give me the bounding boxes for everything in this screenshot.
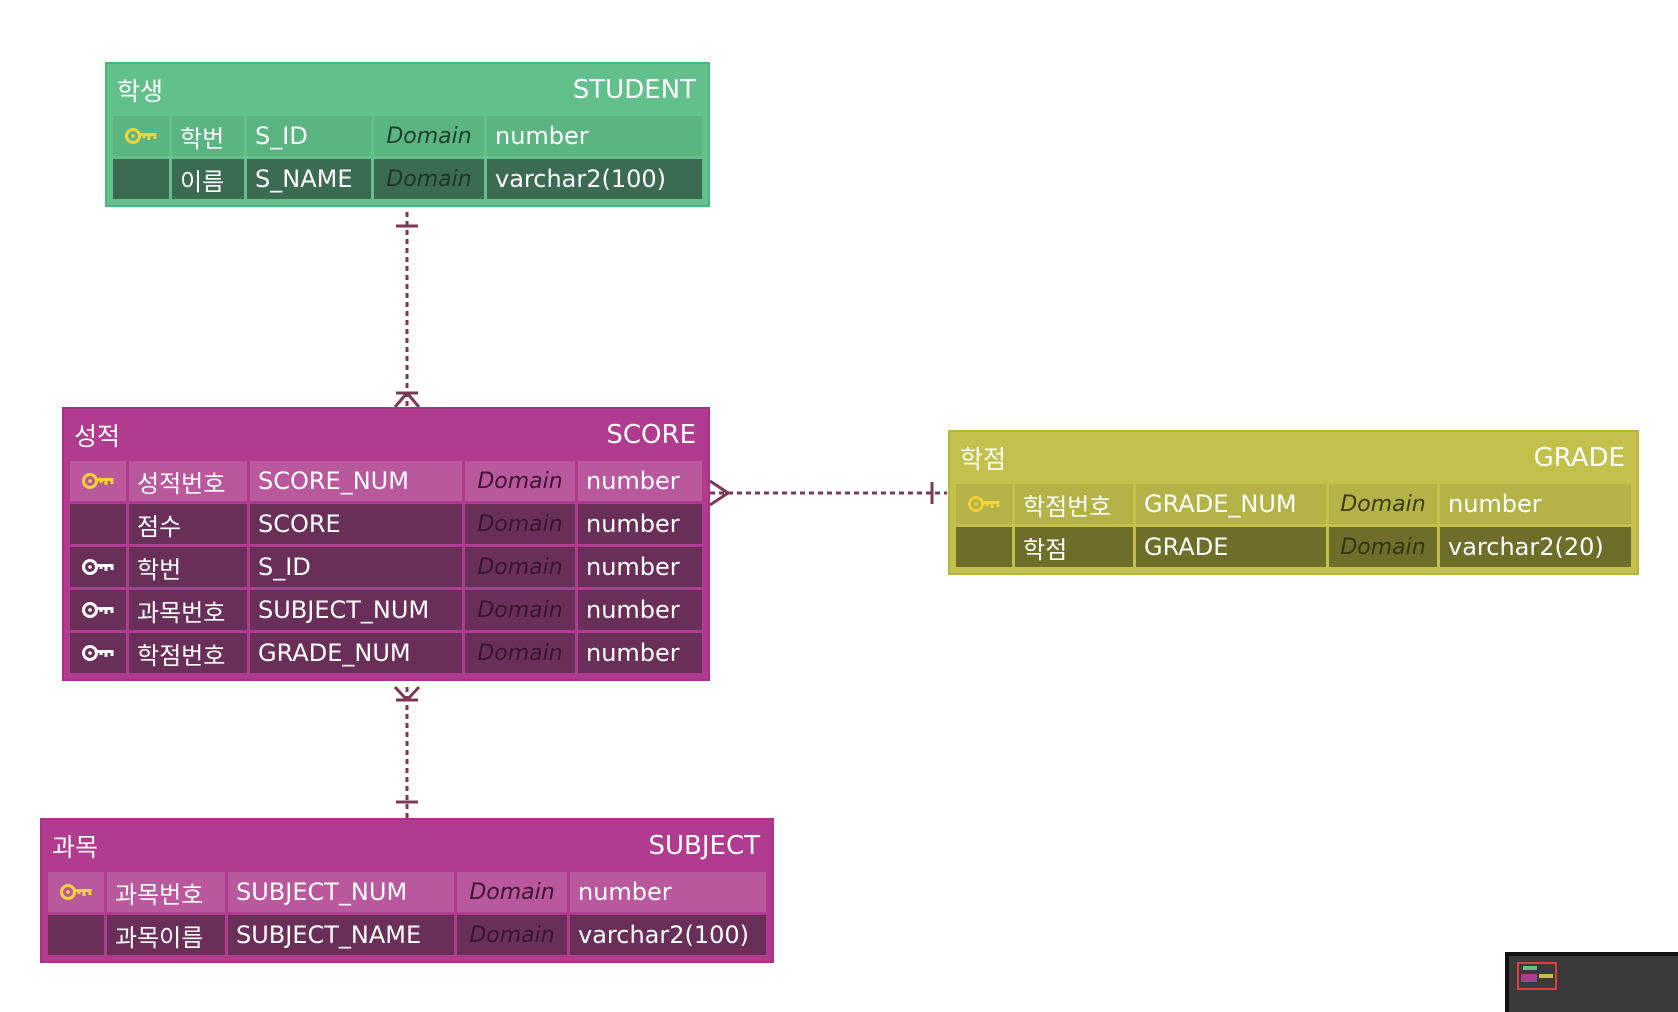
column-logical-name: 학번 [172,116,244,156]
column-logical-name: 학점 [1015,527,1133,567]
relationship-subject-score[interactable] [393,685,421,818]
column-data-type: number [578,633,702,673]
column-logical-name: 과목번호 [129,590,247,630]
empty-key-cell [48,915,104,955]
column-domain: Domain [465,547,575,587]
column-physical-name: GRADE_NUM [250,633,462,673]
column-domain: Domain [465,590,575,630]
table-logical-name: 과목 [52,833,99,862]
column-physical-name: S_ID [247,116,371,156]
column-logical-name: 성적번호 [129,461,247,501]
minimap-score [1521,974,1537,982]
column-logical-name: 학번 [129,547,247,587]
table-physical-name: SCORE [606,420,696,450]
column-data-type: number [487,116,702,156]
column-data-type: number [578,590,702,630]
table-logical-name: 학점 [960,445,1007,474]
table-physical-name: SUBJECT [648,831,760,861]
column-physical-name: GRADE [1136,527,1326,567]
column-logical-name: 점수 [129,504,247,544]
relationship-student-score[interactable] [393,212,421,408]
empty-key-cell [956,527,1012,567]
column-domain: Domain [1329,527,1437,567]
column-data-type: number [1440,484,1631,524]
column-data-type: varchar2(20) [1440,527,1631,567]
minimap[interactable] [1505,952,1678,1012]
column-domain: Domain [465,504,575,544]
column-logical-name: 과목이름 [107,915,225,955]
table-physical-name: GRADE [1533,443,1625,473]
column-logical-name: 학점번호 [129,633,247,673]
column-domain: Domain [465,633,575,673]
primary-key-icon [48,872,104,912]
column-physical-name: SCORE_NUM [250,461,462,501]
foreign-key-icon [70,590,126,630]
column-data-type: varchar2(100) [570,915,766,955]
empty-key-cell [113,159,169,199]
column-data-type: number [570,872,766,912]
table-logical-name: 학생 [117,77,164,106]
column-physical-name: SUBJECT_NUM [250,590,462,630]
column-domain: Domain [457,915,567,955]
empty-key-cell [70,504,126,544]
table-logical-name: 성적 [74,422,121,451]
column-logical-name: 이름 [172,159,244,199]
column-physical-name: S_NAME [247,159,371,199]
table-header[interactable]: 학생 STUDENT [113,64,702,116]
relationship-grade-score[interactable] [709,479,947,507]
column-logical-name: 학점번호 [1015,484,1133,524]
column-physical-name: GRADE_NUM [1136,484,1326,524]
table-header[interactable]: 학점 GRADE [956,432,1631,484]
primary-key-icon [956,484,1012,524]
column-physical-name: SUBJECT_NAME [228,915,454,955]
column-physical-name: SUBJECT_NUM [228,872,454,912]
column-domain: Domain [465,461,575,501]
column-logical-name: 과목번호 [107,872,225,912]
foreign-key-icon [70,547,126,587]
table-physical-name: STUDENT [572,75,696,105]
minimap-student [1523,966,1537,970]
column-physical-name: S_ID [250,547,462,587]
table-header[interactable]: 과목 SUBJECT [48,820,766,872]
column-data-type: number [578,504,702,544]
column-data-type: number [578,461,702,501]
column-data-type: number [578,547,702,587]
foreign-key-icon [70,633,126,673]
table-header[interactable]: 성적 SCORE [70,409,702,461]
column-domain: Domain [1329,484,1437,524]
column-data-type: varchar2(100) [487,159,702,199]
minimap-grade [1539,974,1553,978]
minimap-viewport[interactable] [1517,962,1557,990]
column-domain: Domain [457,872,567,912]
column-physical-name: SCORE [250,504,462,544]
column-domain: Domain [374,159,484,199]
column-domain: Domain [374,116,484,156]
primary-key-icon [113,116,169,156]
primary-key-icon [70,461,126,501]
